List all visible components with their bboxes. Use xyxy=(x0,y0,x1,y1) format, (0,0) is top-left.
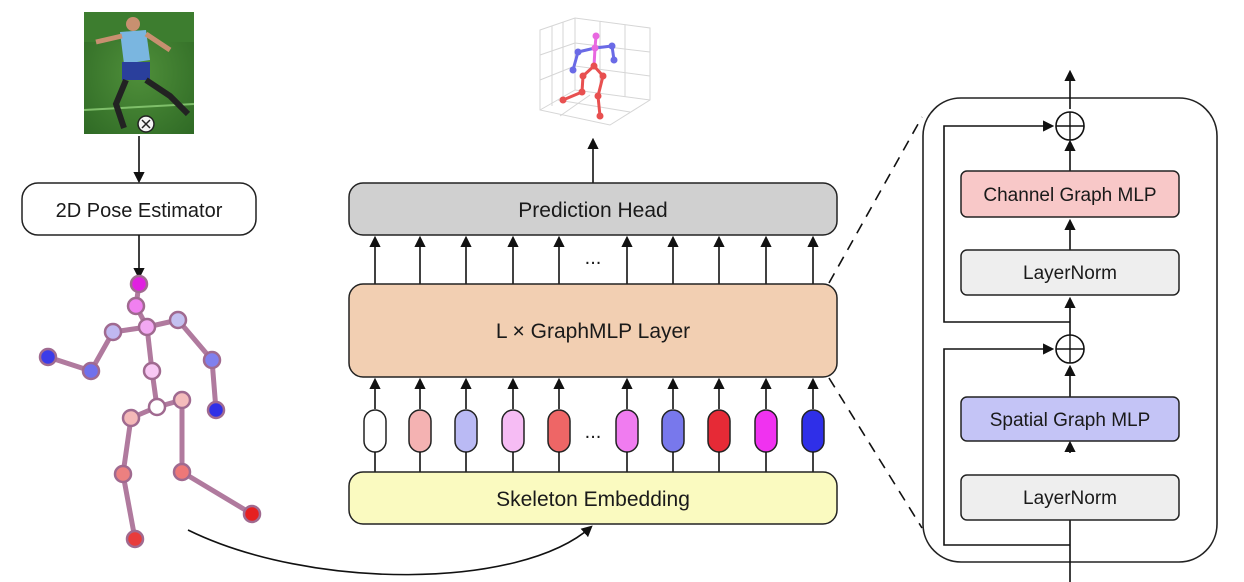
joint-tokens xyxy=(363,409,825,453)
graphmlp-block-detail: Channel Graph MLP LayerNorm Spatial Grap… xyxy=(922,69,1218,582)
pose-estimator-label: 2D Pose Estimator xyxy=(56,200,223,222)
joint-token xyxy=(615,409,639,453)
zoom-line-top xyxy=(828,116,923,284)
lower-token-arrows xyxy=(369,377,819,409)
joint-token xyxy=(707,409,731,453)
add-node-upper xyxy=(1055,111,1085,141)
embedding-token-lines xyxy=(374,452,814,472)
joint-token xyxy=(801,409,825,453)
channel-mlp-label: Channel Graph MLP xyxy=(983,185,1156,206)
joint-token xyxy=(408,409,432,453)
spatial-mlp-label: Spatial Graph MLP xyxy=(990,410,1151,431)
joint-token xyxy=(454,409,478,453)
joint-token xyxy=(501,409,525,453)
token-ellipsis: ... xyxy=(585,421,602,443)
3d-grid xyxy=(539,17,651,126)
input-image xyxy=(83,12,195,134)
pose-estimator-box: 2D Pose Estimator xyxy=(21,182,257,236)
arrow-skeleton-to-embedding xyxy=(187,525,593,576)
skeleton-joints xyxy=(38,274,262,549)
layernorm-bottom-box xyxy=(960,474,1180,521)
zoom-line-bottom xyxy=(828,377,923,529)
output-3d-pose xyxy=(539,17,651,126)
layernorm-top-label: LayerNorm xyxy=(1023,263,1117,284)
layernorm-bottom-label: LayerNorm xyxy=(1023,488,1117,509)
skeleton-embedding-label: Skeleton Embedding xyxy=(496,488,690,511)
channel-mlp-box xyxy=(960,170,1180,218)
upper-ellipsis: ... xyxy=(585,247,602,269)
prediction-head-box: Prediction Head xyxy=(348,182,838,236)
joint-token xyxy=(661,409,685,453)
spatial-mlp-box xyxy=(960,396,1180,442)
graphmlp-layer-label: L × GraphMLP Layer xyxy=(496,320,690,343)
skeleton-embedding-box: Skeleton Embedding xyxy=(348,471,838,525)
joint-token xyxy=(754,409,778,453)
add-node-lower xyxy=(1055,334,1085,364)
joint-token xyxy=(363,409,387,453)
upper-token-arrows xyxy=(369,235,819,284)
joint-token xyxy=(547,409,571,453)
prediction-head-label: Prediction Head xyxy=(518,199,667,222)
graphmlp-layer-box: L × GraphMLP Layer xyxy=(348,283,838,378)
layernorm-top-box xyxy=(960,249,1180,296)
skeleton-2d xyxy=(38,274,262,549)
